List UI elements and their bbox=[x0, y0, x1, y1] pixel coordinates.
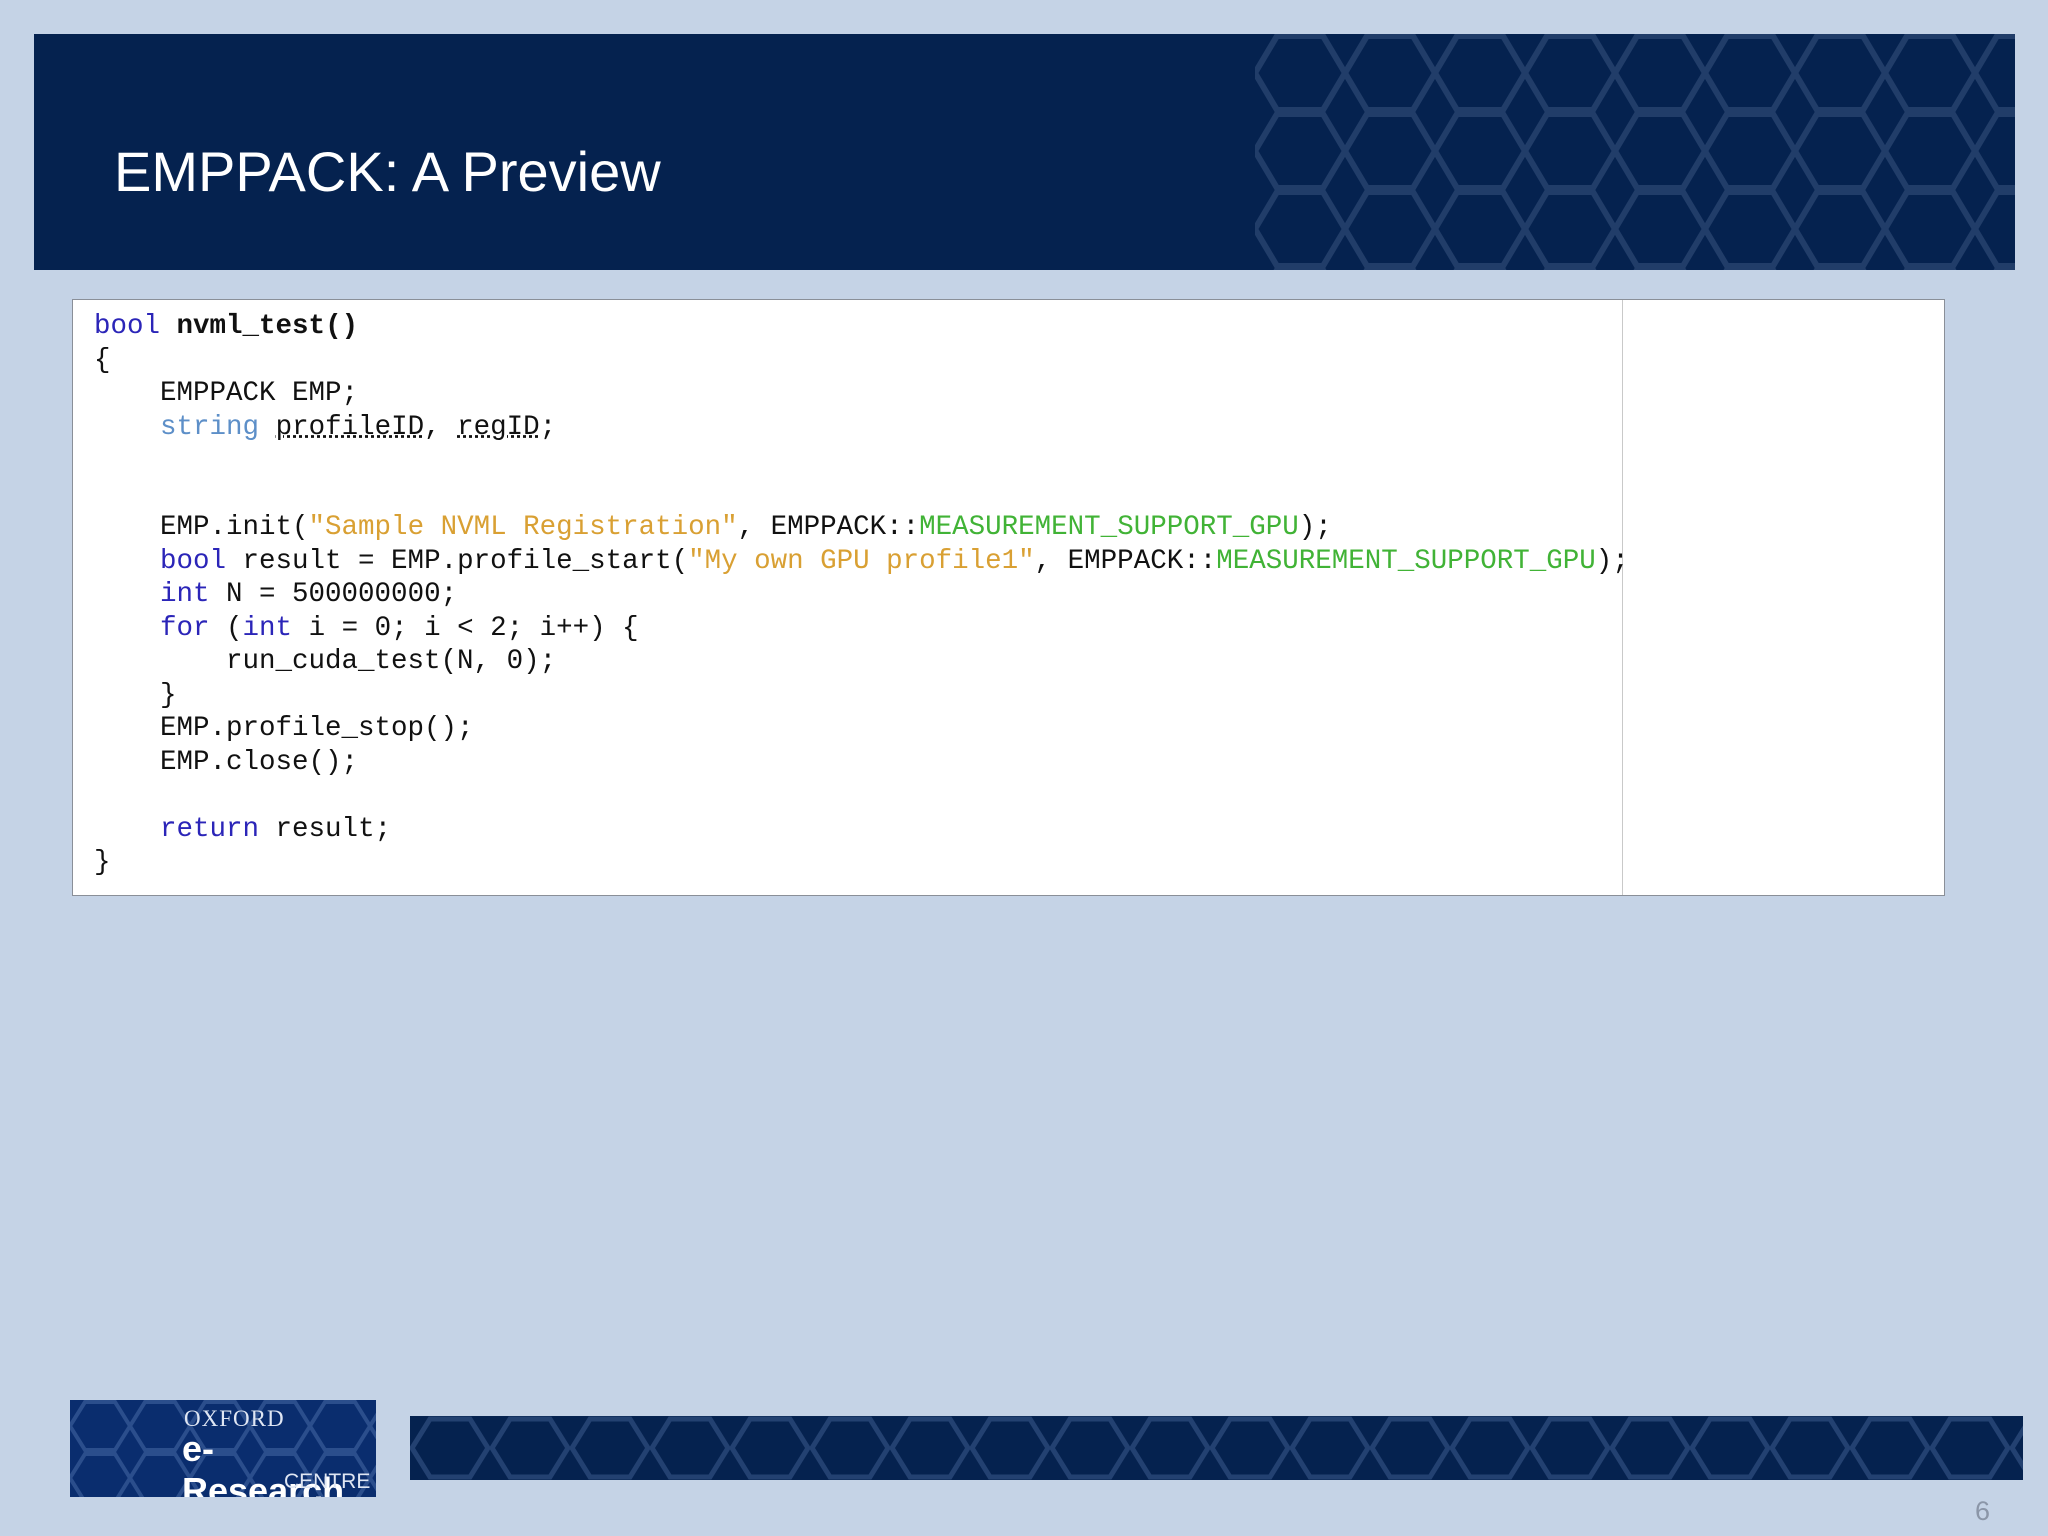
code-token: ); bbox=[1595, 545, 1629, 577]
code-line: EMPPACK EMP; bbox=[94, 377, 1629, 411]
code-token: nvml_test bbox=[176, 311, 326, 342]
code-line bbox=[94, 478, 1629, 512]
code-token: profileID bbox=[275, 411, 425, 443]
code-token bbox=[94, 613, 160, 644]
code-line bbox=[94, 779, 1629, 813]
code-token: ; bbox=[539, 411, 557, 443]
code-token: , EMPPACK:: bbox=[737, 512, 920, 543]
page-number: 6 bbox=[1975, 1496, 1991, 1526]
code-token: N = 500000000; bbox=[209, 579, 458, 610]
code-token: EMPPACK EMP; bbox=[94, 378, 359, 409]
code-token: ); bbox=[1298, 512, 1332, 543]
code-line: for (int i = 0; i < 2; i++) { bbox=[94, 612, 1629, 646]
code-token bbox=[94, 546, 160, 577]
code-line: return result; bbox=[94, 813, 1629, 847]
logo-eresearch-text: e-Research bbox=[182, 1428, 345, 1497]
code-token bbox=[94, 814, 160, 845]
code-line: bool nvml_test() bbox=[94, 310, 1629, 344]
code-token: { bbox=[94, 344, 111, 376]
code-token: , bbox=[424, 411, 458, 443]
editor-margin-line bbox=[1622, 300, 1623, 895]
code-token: int bbox=[242, 612, 293, 644]
code-line: int N = 500000000; bbox=[94, 578, 1629, 612]
code-token: i = 0; i < 2; i++) { bbox=[292, 612, 639, 644]
footer-bar bbox=[410, 1416, 2023, 1480]
code-token bbox=[259, 412, 276, 443]
code-token: , EMPPACK:: bbox=[1034, 545, 1217, 577]
code-token: bool bbox=[160, 545, 227, 577]
code-line: run_cuda_test(N, 0); bbox=[94, 645, 1629, 679]
code-token: for bbox=[160, 612, 210, 644]
logo-oxford-text: OXFORD bbox=[184, 1406, 285, 1431]
code-line: EMP.profile_stop(); bbox=[94, 712, 1629, 746]
code-line: bool result = EMP.profile_start("My own … bbox=[94, 545, 1629, 579]
code-token: result; bbox=[259, 813, 392, 845]
code-token: return bbox=[160, 813, 260, 845]
code-line: EMP.close(); bbox=[94, 746, 1629, 780]
code-line: EMP.init("Sample NVML Registration", EMP… bbox=[94, 511, 1629, 545]
code-token bbox=[94, 412, 160, 443]
code-token: result = EMP.profile_start( bbox=[226, 545, 689, 577]
code-line: } bbox=[94, 846, 1629, 880]
logo-centre-text: CENTRE bbox=[284, 1470, 371, 1493]
slide-title: EMPPACK: A Preview bbox=[114, 140, 661, 203]
code-token bbox=[94, 579, 160, 610]
oxford-eresearch-logo: OXFORD e-Research CENTRE bbox=[70, 1400, 376, 1497]
code-line: string profileID, regID; bbox=[94, 411, 1629, 445]
code-line: } bbox=[94, 679, 1629, 713]
logo-hexagon-pattern bbox=[70, 1400, 376, 1497]
hexagon-pattern-decoration bbox=[1255, 34, 2015, 270]
code-token: () bbox=[325, 311, 359, 342]
code-token: } bbox=[94, 679, 177, 711]
code-line: { bbox=[94, 344, 1629, 378]
code-token: EMP.profile_stop(); bbox=[94, 713, 474, 744]
code-token: ( bbox=[209, 612, 243, 644]
code-token: "Sample NVML Registration" bbox=[308, 512, 738, 543]
code-screenshot: bool nvml_test(){ EMPPACK EMP; string pr… bbox=[72, 299, 1945, 896]
code-token: } bbox=[94, 847, 111, 878]
code-token: regID bbox=[457, 411, 540, 443]
code-token: run_cuda_test(N, 0); bbox=[94, 646, 557, 677]
code-token: string bbox=[160, 411, 260, 443]
code-block: bool nvml_test(){ EMPPACK EMP; string pr… bbox=[94, 310, 1629, 880]
code-token: MEASUREMENT_SUPPORT_GPU bbox=[1216, 545, 1596, 577]
slide-header: EMPPACK: A Preview bbox=[34, 34, 2015, 270]
code-token: int bbox=[160, 579, 210, 610]
code-token: MEASUREMENT_SUPPORT_GPU bbox=[919, 512, 1299, 543]
code-token: EMP.init( bbox=[94, 512, 309, 543]
code-token: bool bbox=[94, 311, 161, 342]
code-token: "My own GPU profile1" bbox=[688, 545, 1035, 577]
code-token bbox=[160, 311, 177, 342]
code-token: EMP.close(); bbox=[94, 746, 359, 778]
code-line bbox=[94, 444, 1629, 478]
footer-hexagon-pattern bbox=[410, 1416, 2023, 1480]
